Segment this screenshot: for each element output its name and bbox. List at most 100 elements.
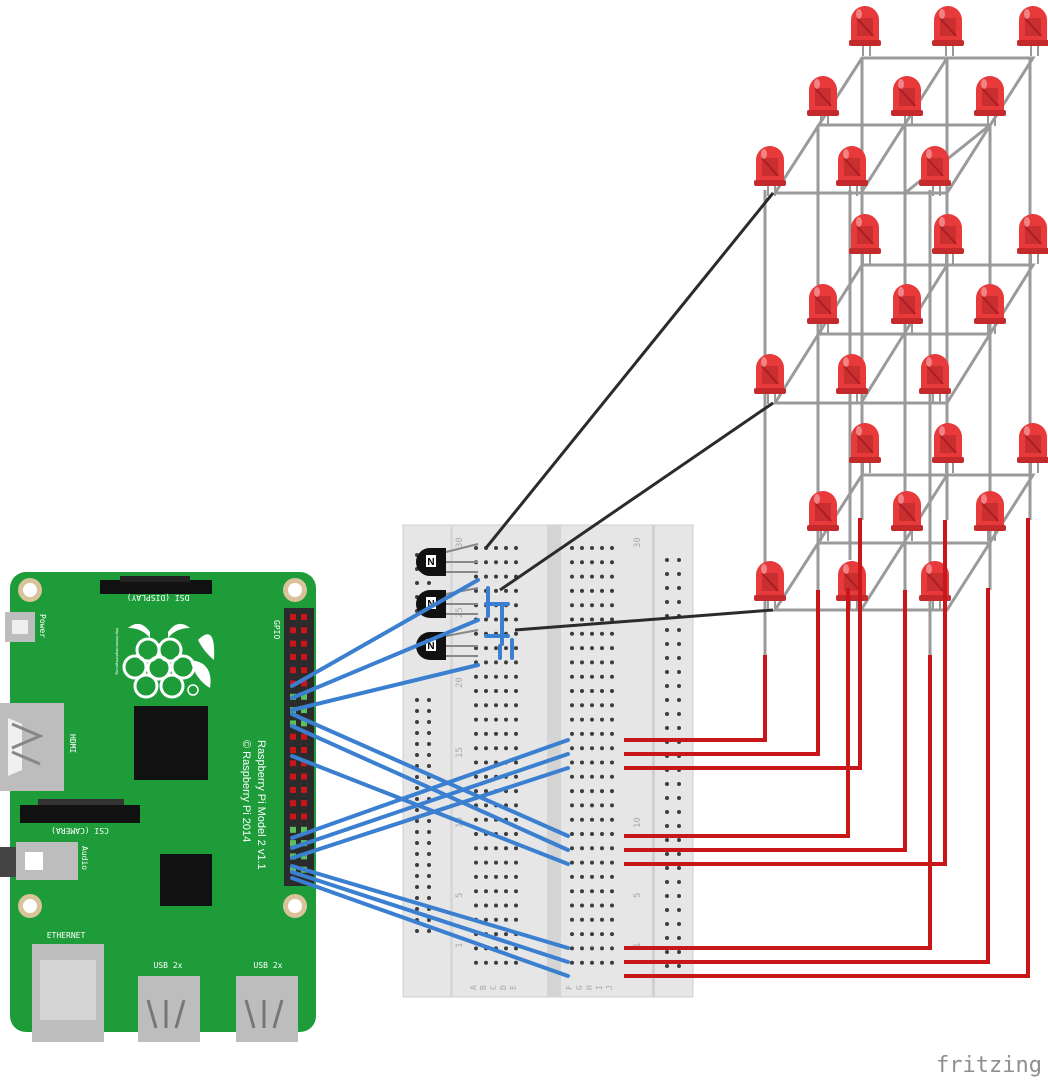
breadboard-hole (610, 917, 614, 922)
breadboard-hole (415, 819, 419, 823)
breadboard-hole (677, 782, 681, 786)
breadboard-hole (677, 698, 681, 702)
breadboard-hole (570, 889, 574, 894)
breadboard-hole (600, 617, 604, 622)
transistor: N (416, 629, 479, 660)
breadboard-hole (610, 803, 614, 808)
breadboard-hole (504, 646, 508, 651)
breadboard-hole (600, 588, 604, 593)
gpio-pin (301, 853, 307, 860)
breadboard-hole (580, 703, 584, 708)
breadboard-hole (665, 586, 669, 590)
breadboard-hole (427, 731, 431, 735)
gpio-pin (290, 614, 296, 620)
column-letter: E (509, 985, 518, 990)
breadboard-hole (514, 817, 518, 822)
breadboard-hole (590, 789, 594, 794)
breadboard-hole (514, 674, 518, 679)
breadboard-hole (580, 617, 584, 622)
gpio-label: GPIO (272, 620, 281, 639)
breadboard-hole (504, 660, 508, 665)
breadboard-hole (494, 546, 498, 550)
breadboard-hole (514, 703, 518, 708)
breadboard-hole (665, 600, 669, 604)
model-label: Raspberry Pi Model 2 v1.1 (255, 740, 267, 870)
breadboard-hole (600, 846, 604, 851)
breadboard-hole (494, 574, 498, 579)
breadboard-hole (504, 932, 508, 937)
breadboard-hole (570, 917, 574, 922)
breadboard-hole (415, 753, 419, 757)
breadboard-hole (474, 817, 478, 822)
breadboard-hole (677, 908, 681, 912)
gpio-pin (301, 826, 307, 833)
breadboard-hole (427, 742, 431, 746)
breadboard-hole (590, 689, 594, 693)
breadboard-hole (570, 803, 574, 808)
row-number: 15 (455, 747, 465, 758)
breadboard-hole (504, 617, 508, 622)
breadboard-hole (474, 760, 478, 765)
breadboard-hole (590, 832, 594, 836)
breadboard-hole (484, 874, 488, 879)
breadboard-hole (570, 689, 574, 693)
breadboard-hole (677, 572, 681, 576)
breadboard-hole (484, 903, 488, 908)
breadboard-hole (514, 789, 518, 794)
row-number: 10 (633, 817, 643, 828)
breadboard-hole (474, 789, 478, 794)
gpio-pin (301, 813, 307, 820)
breadboard-hole (570, 560, 574, 565)
breadboard-hole (570, 760, 574, 765)
breadboard-hole (665, 670, 669, 674)
breadboard-hole (590, 817, 594, 822)
column-letter: F (565, 985, 574, 990)
breadboard-hole (504, 546, 508, 550)
breadboard-hole (580, 574, 584, 579)
breadboard-hole (504, 588, 508, 593)
breadboard-hole (504, 946, 508, 951)
breadboard-hole (665, 782, 669, 786)
breadboard-hole (600, 560, 604, 565)
breadboard-hole (610, 546, 614, 550)
breadboard-hole (580, 717, 584, 722)
breadboard-hole (514, 832, 518, 836)
breadboard-hole (590, 774, 594, 779)
breadboard-hole (590, 803, 594, 808)
csi-label: CSI (CAMERA) (51, 826, 109, 835)
breadboard-hole (610, 874, 614, 879)
gpio-pin (290, 826, 296, 833)
breadboard-hole (484, 646, 488, 651)
breadboard-hole (580, 860, 584, 865)
gpio-pin (301, 627, 307, 634)
breadboard-hole (590, 588, 594, 593)
breadboard-hole (494, 674, 498, 679)
breadboard-hole (570, 774, 574, 779)
breadboard-hole (665, 922, 669, 926)
breadboard-hole (600, 546, 604, 550)
breadboard-hole (474, 746, 478, 751)
breadboard-hole (677, 586, 681, 590)
breadboard-hole (590, 574, 594, 579)
breadboard-hole (474, 574, 478, 579)
breadboard-hole (600, 789, 604, 794)
breadboard-hole (665, 698, 669, 702)
breadboard-hole (494, 846, 498, 851)
breadboard-hole (504, 889, 508, 894)
breadboard-hole (580, 874, 584, 879)
gpio-pin (301, 640, 307, 647)
breadboard-hole (677, 894, 681, 898)
breadboard-hole (665, 824, 669, 828)
breadboard-hole (427, 581, 431, 585)
breadboard-hole (610, 646, 614, 651)
breadboard-hole (590, 760, 594, 765)
copyright-label: © Raspberry Pi 2014 (240, 740, 252, 842)
breadboard-hole (665, 852, 669, 856)
led-bottom-layer (753, 422, 1048, 612)
transistor: N (415, 543, 479, 577)
dsi-label: DSI (DISPLAY) (127, 593, 190, 602)
breadboard-hole (427, 885, 431, 889)
breadboard-hole (665, 908, 669, 912)
breadboard-hole (427, 841, 431, 845)
breadboard-hole (484, 760, 488, 765)
